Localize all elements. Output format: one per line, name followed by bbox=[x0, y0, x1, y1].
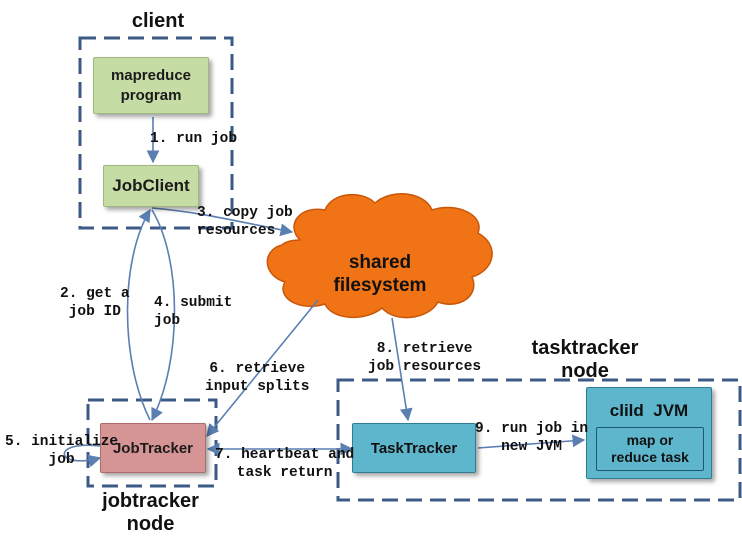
tasktracker-region-border bbox=[336, 378, 742, 502]
mapreduce-program-box: mapreduce program bbox=[93, 57, 209, 114]
step-5-label: 5. initialize job bbox=[5, 434, 119, 469]
step-3-label: 3. copy job resources bbox=[197, 205, 293, 240]
client-region-border bbox=[78, 36, 234, 230]
tasktracker-node-label: tasktracker node bbox=[531, 337, 639, 382]
shared-filesystem-cloud bbox=[266, 193, 493, 319]
step-2-label: 2. get a job ID bbox=[60, 286, 130, 321]
arrow-run-job-in-new-jvm bbox=[477, 434, 586, 449]
shared-filesystem-label: shared filesystem bbox=[333, 252, 427, 296]
jobclient-box: JobClient bbox=[103, 165, 199, 207]
arrow-get-job-id bbox=[126, 208, 151, 421]
arrow-submit-job bbox=[151, 209, 176, 422]
step-1-label: 1. run job bbox=[150, 131, 238, 147]
step-7-label: 7. heartbeat and task return bbox=[215, 447, 355, 482]
arrow-retrieve-job-resources bbox=[391, 317, 413, 422]
arrow-retrieve-input-splits bbox=[206, 299, 319, 437]
tasktracker-box: TaskTracker bbox=[352, 423, 476, 473]
client-region-label: client bbox=[131, 10, 185, 32]
step-6-label: 6. retrieve input splits bbox=[205, 361, 310, 396]
step-8-label: 8. retrieve job resources bbox=[368, 341, 482, 376]
child-jvm-label: clild JVM bbox=[609, 401, 689, 420]
jobtracker-box: JobTracker bbox=[100, 423, 206, 473]
arrow-copy-job-resources bbox=[151, 207, 294, 237]
jobtracker-node-label: jobtracker node bbox=[102, 490, 199, 535]
map-reduce-task-box: map or reduce task bbox=[596, 427, 704, 471]
arrow-initialize-job bbox=[63, 444, 102, 468]
step-9-label: 9. run job in new JVM bbox=[475, 421, 589, 456]
step-4-label: 4. submit job bbox=[154, 295, 233, 330]
